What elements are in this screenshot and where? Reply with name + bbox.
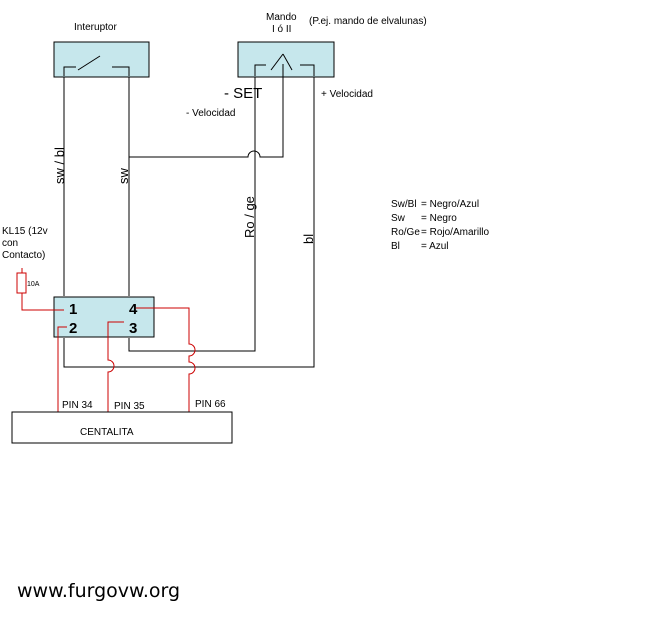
mando-label-line2: I ó II <box>272 24 291 35</box>
kl15-label-line1: KL15 (12v <box>2 226 48 237</box>
wire-pin3-to-pin35 <box>107 321 124 412</box>
wire-label-sw-bl: sw / bl <box>52 147 67 184</box>
fuse <box>16 272 27 294</box>
mando-note: (P.ej. mando de elvalunas) <box>309 16 427 27</box>
interruptor-label: Interuptor <box>74 22 117 33</box>
legend-meaning-3: = Azul <box>421 241 449 252</box>
kl15-label-line2: con <box>2 238 18 249</box>
wire-ro-ge <box>128 77 256 352</box>
mando-lever-right <box>282 53 293 71</box>
wire-label-sw: sw <box>116 168 131 185</box>
legend: Sw/Bl = Negro/Azul Sw = Negro Ro/Ge = Ro… <box>391 199 490 252</box>
pin66-label: PIN 66 <box>195 399 226 410</box>
mando-label-line1: Mando <box>266 12 297 23</box>
legend-meaning-2: = Rojo/Amarillo <box>421 227 490 238</box>
wire-label-bl: bl <box>301 234 316 244</box>
website-watermark: www.furgovw.org <box>17 580 180 602</box>
interruptor-contact-right <box>112 66 130 76</box>
plus-speed-label: + Velocidad <box>321 89 373 100</box>
set-label: - SET <box>224 85 262 102</box>
interruptor-box <box>53 41 150 78</box>
relay-pin-3: 3 <box>129 320 137 337</box>
minus-speed-label: - Velocidad <box>186 108 235 119</box>
legend-abbr-3: Bl <box>391 241 400 252</box>
pin35-label: PIN 35 <box>114 401 145 412</box>
relay-pin-1: 1 <box>69 301 77 318</box>
centralita-box <box>11 411 233 444</box>
interruptor-switch <box>53 41 150 78</box>
black-wires <box>63 64 315 368</box>
wire-bl <box>63 77 315 368</box>
wire-label-ro-ge: Ro / ge <box>242 196 257 238</box>
centralita-label: CENTALITA <box>80 427 134 438</box>
mando-switch <box>237 41 335 78</box>
legend-meaning-0: = Negro/Azul <box>421 199 479 210</box>
pin34-label: PIN 34 <box>62 400 93 411</box>
legend-abbr-2: Ro/Ge <box>391 227 420 238</box>
mando-contact-right <box>300 64 315 76</box>
mando-lever-left <box>270 53 284 71</box>
interruptor-lever <box>77 55 101 71</box>
wire-pin2-to-pin34 <box>57 326 67 412</box>
legend-meaning-1: = Negro <box>421 213 457 224</box>
red-wires <box>21 268 196 412</box>
relay-pin-4: 4 <box>129 301 138 318</box>
relay-box <box>53 296 155 338</box>
relay-pin-2: 2 <box>69 320 77 337</box>
wire-pin4-to-pin66 <box>136 307 196 412</box>
legend-abbr-0: Sw/Bl <box>391 199 417 210</box>
legend-abbr-1: Sw <box>391 213 406 224</box>
fuse-label: 10A <box>27 281 40 288</box>
mando-contact-left <box>254 64 266 76</box>
interruptor-contact-left <box>63 66 76 76</box>
kl15-label-line3: Contacto) <box>2 250 45 261</box>
